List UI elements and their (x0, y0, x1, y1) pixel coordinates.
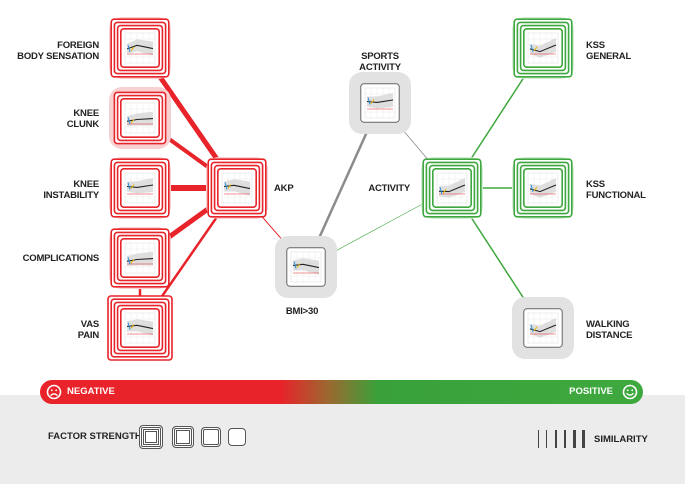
node-vas (107, 295, 173, 361)
similarity-bar-3 (555, 430, 557, 448)
strength-swatch-1 (228, 428, 246, 446)
label-bmi: BMI>30 (285, 306, 319, 317)
happy-face-icon (622, 384, 638, 400)
factor-network (107, 17, 574, 361)
node-kssf (512, 157, 574, 219)
label-knee-instability: KNEE INSTABILITY (43, 179, 99, 201)
strength-swatch-4 (139, 425, 163, 449)
node-instab (109, 157, 171, 219)
sad-face-icon (46, 384, 62, 400)
label-activity: ACTIVITY (368, 183, 410, 194)
negative-positive-bar: NEGATIVE POSITIVE (40, 380, 643, 404)
label-kss-functional: KSS FUNCTIONAL (586, 179, 646, 201)
label-foreign-body-sensation: FOREIGN BODY SENSATION (17, 40, 99, 62)
node-bmi (275, 236, 337, 298)
node-foreign (109, 17, 171, 79)
similarity-bar-4 (564, 430, 566, 448)
node-walk (512, 297, 574, 359)
label-vas-pain: VAS PAIN (77, 319, 99, 341)
strength-swatch-3 (172, 426, 194, 448)
node-kssg (512, 17, 574, 79)
legend-footer: FACTOR STRENGTH SIMILARITY (0, 395, 685, 484)
node-akp (206, 157, 268, 219)
node-clunk (109, 87, 171, 149)
label-kss-general: KSS GENERAL (586, 40, 632, 62)
label-sports-activity: SPORTS ACTIVITY (359, 51, 401, 73)
label-knee-clunk: KNEE CLUNK (66, 108, 99, 130)
label-walking-distance: WALKING DISTANCE (586, 319, 633, 341)
similarity-bar-2 (546, 430, 547, 448)
similarity-bar-5 (573, 430, 576, 448)
similarity-label: SIMILARITY (594, 434, 648, 445)
label-complications: COMPLICATIONS (22, 253, 100, 264)
factor-strength-label: FACTOR STRENGTH (48, 431, 142, 442)
label-akp: AKP (274, 183, 294, 194)
negative-label: NEGATIVE (67, 386, 115, 397)
similarity-bar-6 (582, 430, 585, 448)
strength-swatch-2 (201, 427, 221, 447)
node-activity (421, 157, 483, 219)
node-compl (109, 227, 171, 289)
similarity-bar-1 (538, 430, 539, 448)
network-canvas: FOREIGN BODY SENSATION KNEE CLUNK KNEE I… (17, 17, 646, 361)
node-sports (349, 72, 411, 134)
positive-label: POSITIVE (569, 386, 613, 397)
